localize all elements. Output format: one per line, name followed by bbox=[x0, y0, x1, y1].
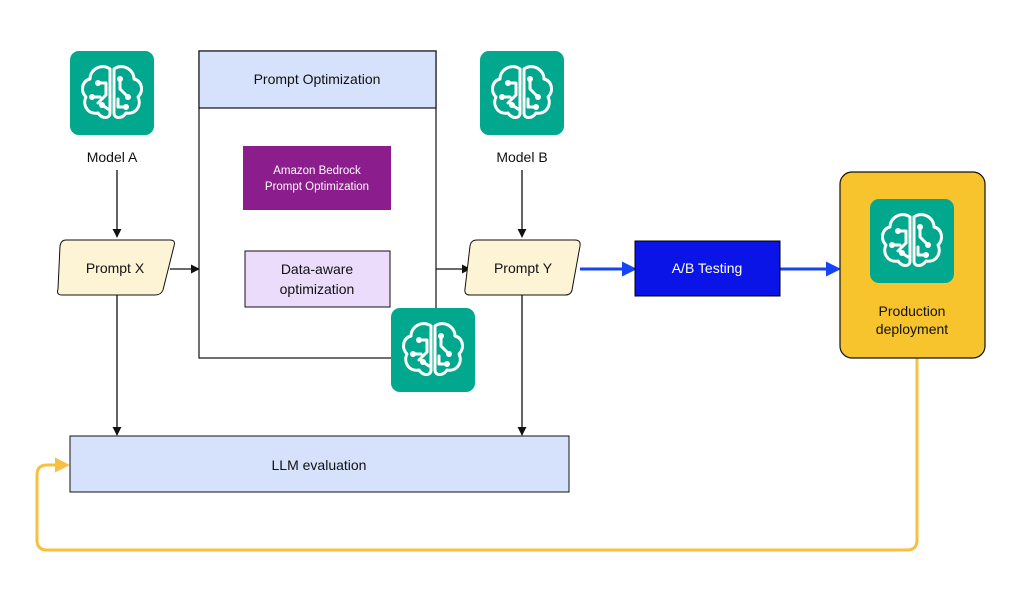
brain-circuit-icon bbox=[478, 49, 566, 137]
llm-evaluation-box: LLM evaluation bbox=[69, 435, 570, 493]
production-label-line1: Production bbox=[879, 303, 946, 319]
model-b-node: Model B bbox=[478, 49, 566, 165]
bedrock-label-line1: Amazon Bedrock bbox=[273, 165, 361, 177]
prompt-optimization-title: Prompt Optimization bbox=[254, 71, 381, 87]
bedrock-label-line2: Prompt Optimization bbox=[265, 181, 369, 193]
model-a-node: Model A bbox=[68, 49, 156, 165]
production-deployment-node: Production deployment bbox=[839, 171, 986, 359]
data-aware-label-line2: optimization bbox=[280, 281, 355, 297]
prompt-x-label: Prompt X bbox=[86, 260, 145, 276]
llm-evaluation-label: LLM evaluation bbox=[272, 457, 367, 473]
model-a-label: Model A bbox=[87, 149, 138, 165]
data-aware-optimization-box: Data-aware optimization bbox=[244, 250, 391, 308]
production-label-line2: deployment bbox=[876, 321, 948, 337]
brain-circuit-icon bbox=[868, 197, 956, 285]
brain-circuit-icon bbox=[68, 49, 156, 137]
feedback-loop-arrow bbox=[35, 358, 919, 552]
prompt-optimization-header bbox=[198, 50, 437, 109]
data-aware-label-line1: Data-aware bbox=[281, 261, 354, 277]
model-b-label: Model B bbox=[496, 149, 547, 165]
bedrock-prompt-optimization-box: Amazon Bedrock Prompt Optimization bbox=[243, 146, 391, 210]
prompt-x-node: Prompt X bbox=[57, 239, 175, 296]
prompt-optimization-container: Prompt Optimization Amazon Bedrock Promp… bbox=[198, 50, 437, 359]
prompt-y-label: Prompt Y bbox=[494, 260, 553, 276]
ab-testing-label: A/B Testing bbox=[672, 260, 743, 276]
ab-testing-box: A/B Testing bbox=[634, 240, 781, 297]
brain-circuit-icon bbox=[389, 306, 477, 394]
prompt-y-node: Prompt Y bbox=[464, 239, 581, 296]
